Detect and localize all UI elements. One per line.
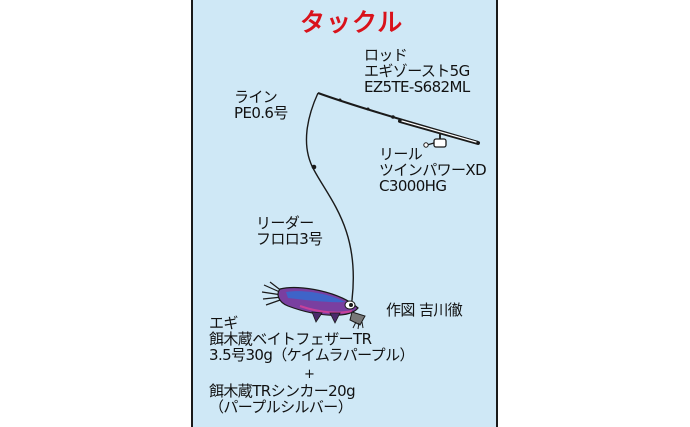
egi-label: エギ 餌木蔵ベイトフェザーTR 3.5号30g（ケイムラパープル） — [209, 315, 414, 363]
rod-icon — [317, 92, 480, 145]
credit-label: 作図 吉川徹 — [386, 301, 463, 319]
reel-model: ツインパワーXD — [379, 161, 487, 179]
line-knot — [311, 164, 317, 170]
egi-size-color: 3.5号30g（ケイムラパープル） — [209, 346, 414, 364]
line-spec: PE0.6号 — [234, 104, 288, 122]
reel-caption: リール — [379, 145, 423, 163]
sinker-color: （パープルシルバー） — [209, 398, 353, 416]
reel-label: リール ツインパワーXD C3000HG — [379, 145, 487, 195]
reel-size: C3000HG — [379, 177, 447, 195]
reel-icon — [423, 133, 447, 148]
sinker-model: 餌木蔵TRシンカー20g — [209, 382, 356, 400]
leader-label: リーダー フロロ3号 — [256, 215, 323, 247]
page-title: タックル — [300, 8, 404, 37]
egi-model: 餌木蔵ベイトフェザーTR — [209, 330, 372, 348]
diagram-panel — [191, 0, 498, 427]
rod-label: ロッド エギゾースト5G EZ5TE-S682ML — [364, 47, 470, 95]
leader-spec: フロロ3号 — [256, 230, 323, 248]
egi-caption: エギ — [209, 314, 238, 332]
fishing-line — [305, 92, 354, 313]
rod-caption: ロッド — [364, 46, 408, 64]
rod-product-code: EZ5TE-S682ML — [364, 78, 470, 96]
leader-caption: リーダー — [256, 214, 314, 232]
line-caption: ライン — [234, 88, 278, 106]
sinker-label: 餌木蔵TRシンカー20g （パープルシルバー） — [209, 382, 356, 416]
plus-sign: + — [304, 367, 315, 382]
sky-background — [193, 0, 496, 427]
line-label: ライン PE0.6号 — [234, 89, 288, 121]
egi-lure-icon — [261, 281, 366, 330]
rod-model: エギゾースト5G — [364, 62, 470, 80]
